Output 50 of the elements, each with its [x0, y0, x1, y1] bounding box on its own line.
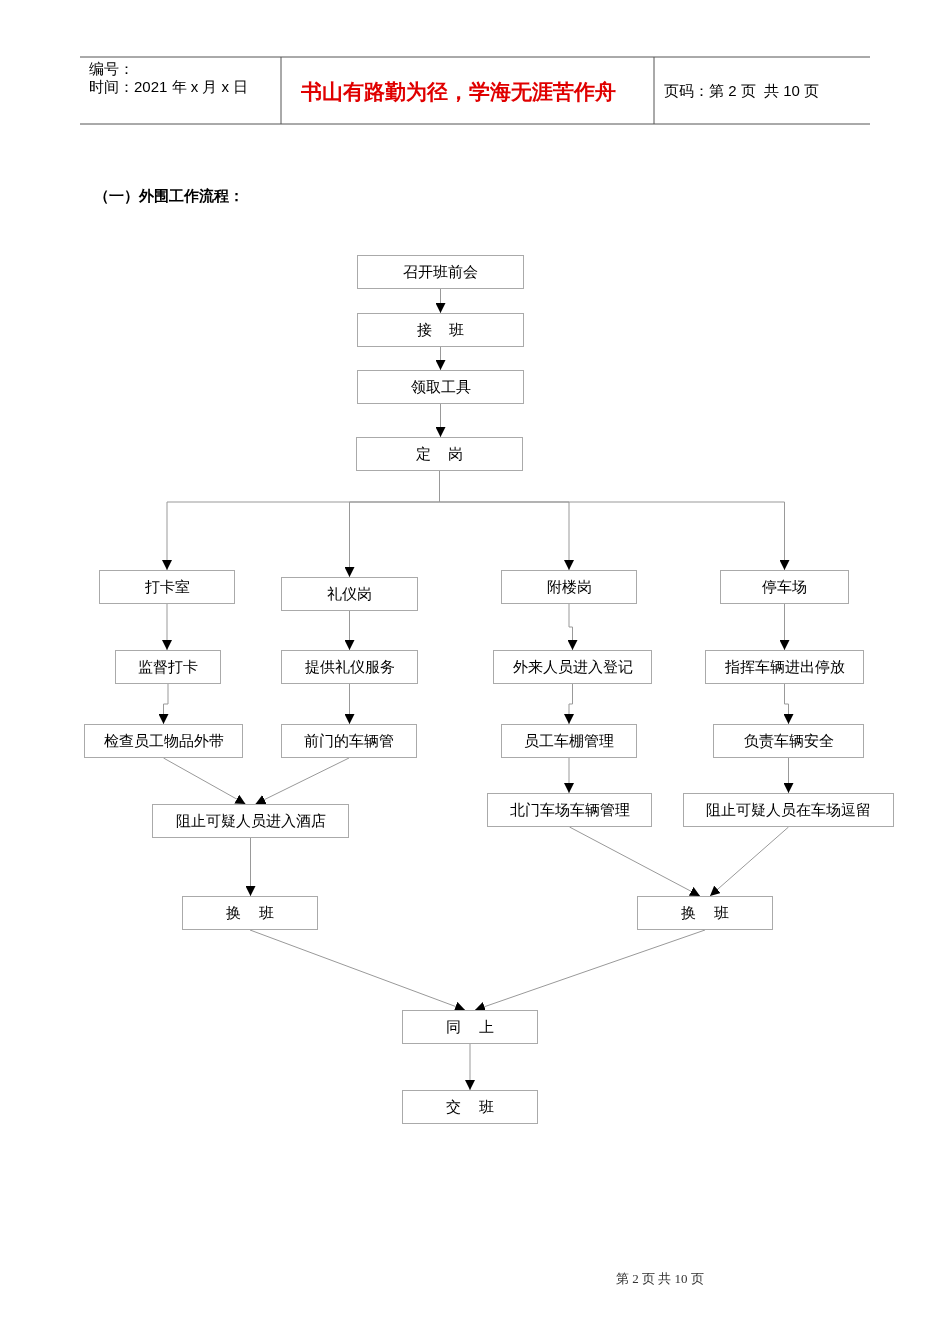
process-box: 附楼岗: [501, 570, 637, 604]
process-box: 前门的车辆管: [281, 724, 417, 758]
process-box: 领取工具: [357, 370, 524, 404]
arrow: [344, 683, 355, 725]
arrow: [245, 837, 256, 897]
arrow: [435, 288, 446, 314]
header-text: 时间：2021 年 x 月 x 日: [89, 78, 249, 97]
process-box: 换 班: [637, 896, 773, 930]
process-box: 外来人员进入登记: [493, 650, 652, 684]
process-box: 定 岗: [356, 437, 523, 471]
process-box: 监督打卡: [115, 650, 221, 684]
process-box: 检查员工物品外带: [84, 724, 243, 758]
page-number: 页码：第 2 页 共 10 页: [664, 82, 820, 101]
arrow: [249, 929, 466, 1012]
process-box: 指挥车辆进出停放: [705, 650, 864, 684]
section-heading: （一）外围工作流程：: [94, 187, 244, 206]
arrow: [435, 346, 446, 371]
arrow: [569, 826, 701, 897]
process-box: 礼仪岗: [281, 577, 418, 611]
process-box: 停车场: [720, 570, 849, 604]
header-motto: 书山有路勤为径，学海无涯苦作舟: [301, 79, 616, 105]
arrow: [783, 683, 794, 725]
arrow: [255, 757, 350, 805]
footer-page-number: 第 2 页 共 10 页: [616, 1270, 704, 1288]
process-box: 换 班: [182, 896, 318, 930]
process-box: 召开班前会: [357, 255, 524, 289]
arrow: [567, 603, 578, 651]
process-box: 阻止可疑人员在车场逗留: [683, 793, 894, 827]
arrow: [158, 683, 169, 725]
arrow: [163, 757, 246, 805]
process-box: 交 班: [402, 1090, 538, 1124]
arrow: [564, 683, 574, 725]
process-box: 阻止可疑人员进入酒店: [152, 804, 349, 838]
arrow: [779, 603, 790, 651]
process-box: 北门车场车辆管理: [487, 793, 652, 827]
header-text: 编号：: [89, 60, 134, 79]
arrow: [162, 603, 172, 651]
arrow: [709, 826, 789, 897]
process-box: 提供礼仪服务: [281, 650, 418, 684]
arrow: [783, 757, 794, 794]
arrow: [564, 757, 574, 794]
arrow: [474, 929, 706, 1012]
arrow: [435, 403, 446, 438]
process-box: 同 上: [402, 1010, 538, 1044]
process-box: 接 班: [357, 313, 524, 347]
process-box: 打卡室: [99, 570, 235, 604]
process-box: 员工车棚管理: [501, 724, 637, 758]
arrow: [344, 610, 355, 651]
process-box: 负责车辆安全: [713, 724, 864, 758]
arrow: [465, 1043, 475, 1091]
